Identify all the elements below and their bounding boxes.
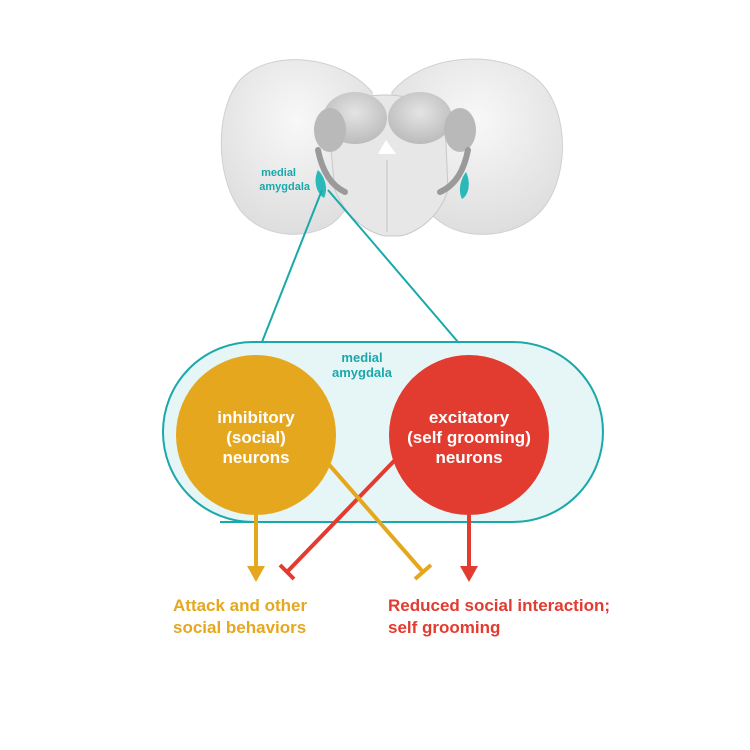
ventricle (378, 140, 396, 154)
amygdala-left-marker (315, 170, 326, 198)
cross-pathway-inhibitory (323, 458, 433, 581)
output-right-line2: self grooming (388, 618, 500, 637)
output-right-line1: Reduced social interaction; (388, 596, 610, 615)
inhibitory-neuron-circle (176, 355, 336, 515)
inset-region-label-line2: amygdala (332, 365, 393, 380)
striatum-left (314, 108, 346, 152)
thalamus-right (388, 92, 452, 144)
cross-pathway-excitatory (278, 458, 397, 581)
excitatory-label-line3: neurons (435, 448, 502, 467)
inhibitory-label-line3: neurons (222, 448, 289, 467)
brain-region-label-line1: medial (261, 167, 296, 179)
brain-section (220, 58, 563, 237)
output-left-line2: social behaviors (173, 618, 306, 637)
fiber-tract-left (315, 147, 348, 195)
inhibitory-label-line2: (social) (226, 428, 286, 447)
excitatory-output-arrow (460, 515, 478, 582)
fiber-tract-right (437, 147, 471, 195)
amygdala-right-marker (459, 172, 469, 199)
excitatory-label-line2: (self grooming) (407, 428, 531, 447)
excitatory-neuron-circle (389, 355, 549, 515)
inhibitory-output-arrow (247, 515, 265, 582)
inhibitory-label-line1: inhibitory (217, 408, 295, 427)
striatum-right (444, 108, 476, 152)
brain-region-label-line2: amygdala (259, 181, 311, 193)
output-left-line1: Attack and other (173, 596, 308, 615)
excitatory-label-line1: excitatory (429, 408, 510, 427)
inset-region-label-line1: medial (341, 350, 382, 365)
zoom-line-left (261, 189, 323, 343)
zoom-line-right (327, 189, 459, 343)
